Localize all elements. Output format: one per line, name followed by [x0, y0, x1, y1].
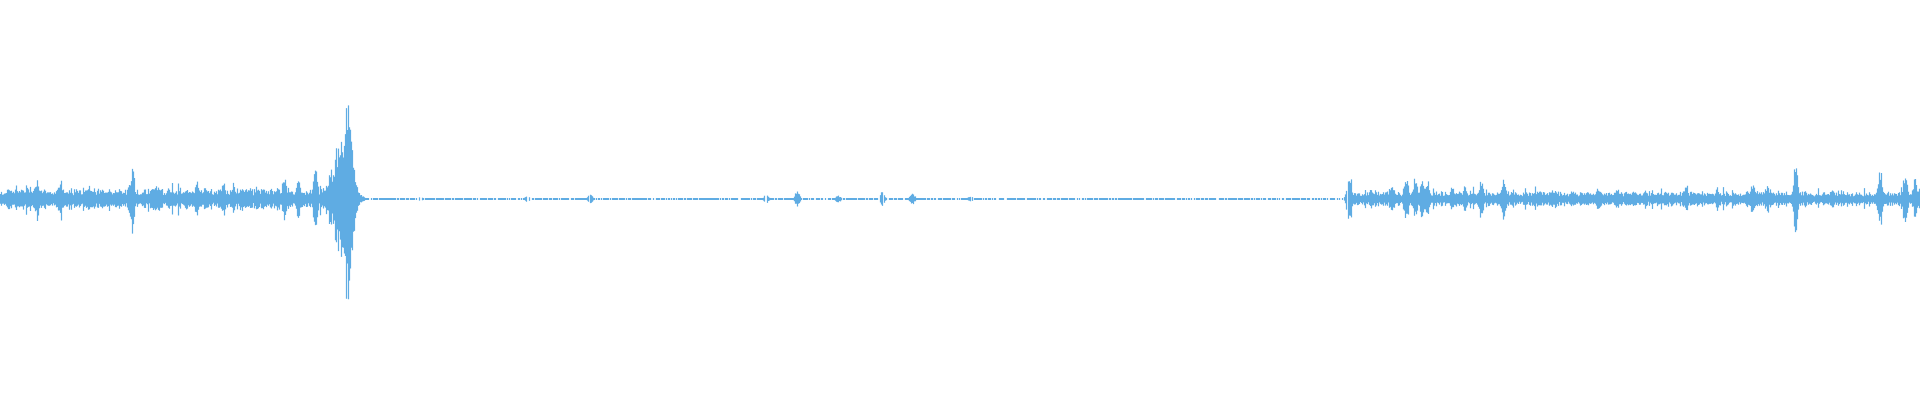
waveform-bars — [0, 105, 1920, 300]
waveform-path — [0, 105, 1920, 300]
